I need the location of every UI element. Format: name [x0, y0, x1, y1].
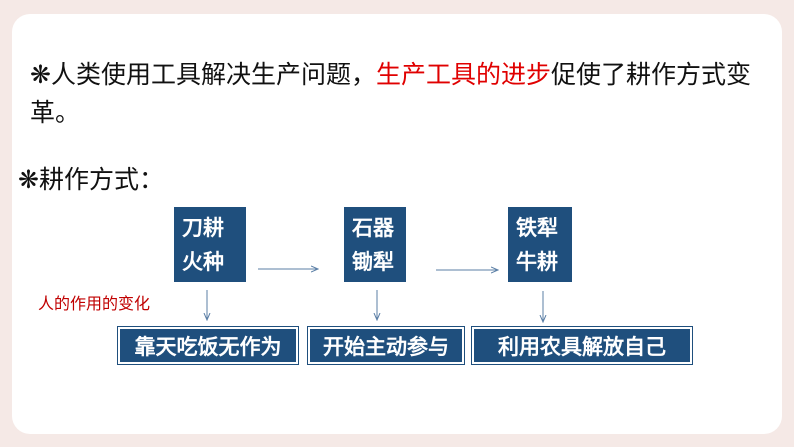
stage-line1: 石器 [352, 216, 394, 240]
stage-line2: 锄犁 [352, 250, 394, 274]
role-box-active: 开始主动参与 [308, 327, 464, 364]
stage-line1: 铁犁 [516, 216, 558, 240]
role-change-label: 人的作用的变化 [38, 294, 151, 313]
role-box-liberated: 利用农具解放自己 [472, 327, 692, 364]
stage-line2: 火种 [182, 250, 224, 274]
farming-methods-label: ❋耕作方式： [18, 165, 164, 194]
statement-prefix: ❋人类使用工具解决生产问题， [30, 60, 376, 89]
statement-highlight: 生产工具的进步 [375, 60, 551, 89]
role-box-passive: 靠天吃饭无作为 [118, 327, 298, 364]
stage-box-iron-plough: 铁犁 牛耕 [508, 207, 572, 282]
stage-line2: 牛耕 [516, 250, 558, 274]
statement-text: ❋人类使用工具解决生产问题，生产工具的进步促使了耕作方式变革。 [30, 56, 770, 132]
stage-line1: 刀耕 [182, 216, 224, 240]
stage-box-stone-hoe: 石器 锄犁 [344, 207, 406, 282]
statement-suffix: 促使了耕作方式变革。 [30, 60, 751, 127]
stage-box-slash-burn: 刀耕 火种 [174, 207, 246, 282]
